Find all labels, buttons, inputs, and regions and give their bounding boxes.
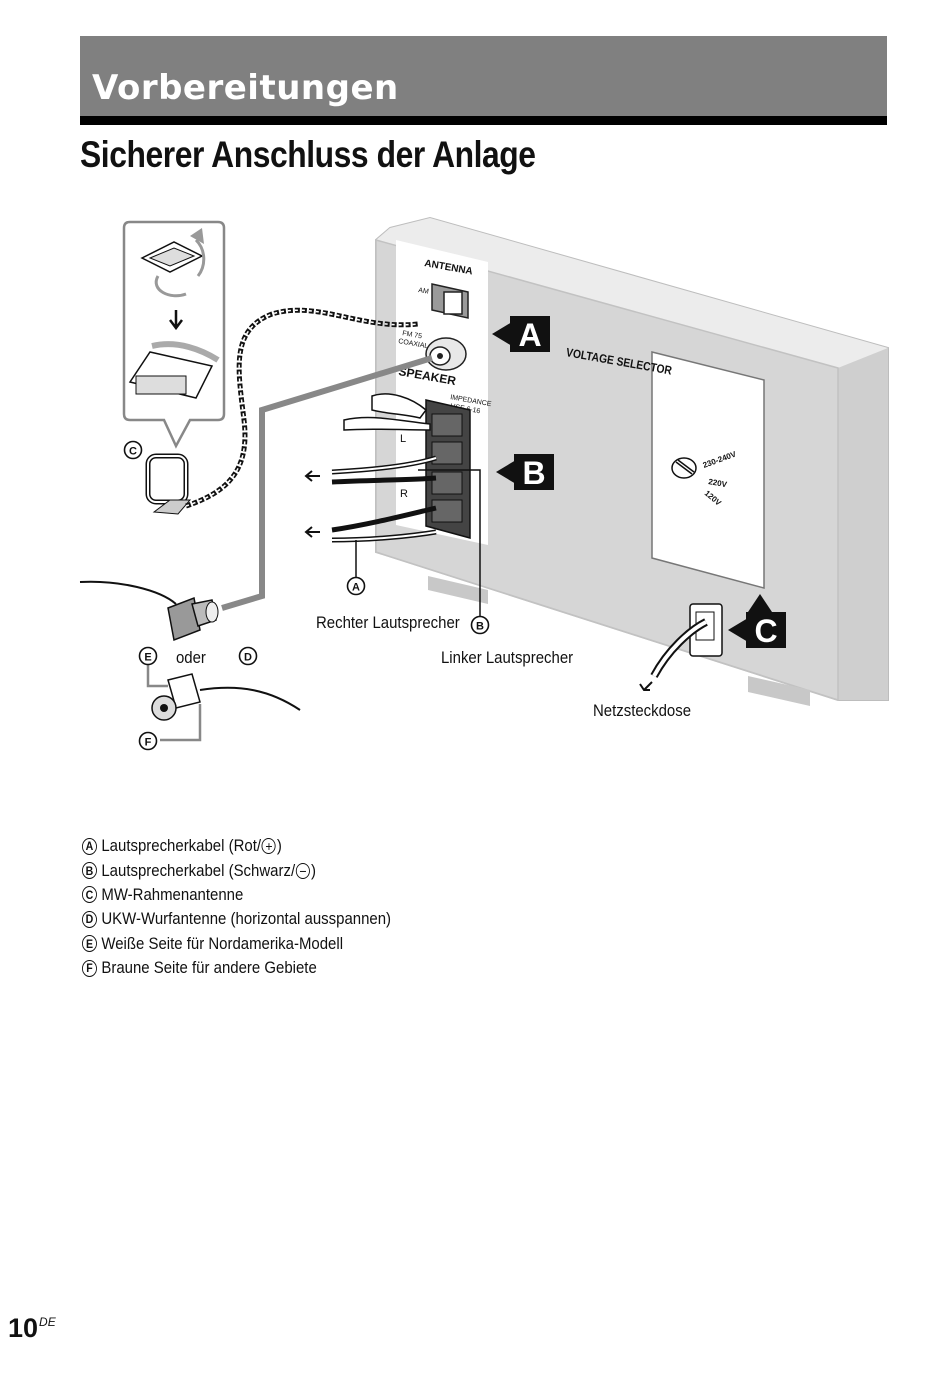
am-antenna-terminal	[431, 283, 469, 319]
plus-symbol-icon: +	[261, 838, 276, 855]
legend-marker-b: B	[82, 862, 97, 880]
legend-text-e: Weiße Seite für Nordamerika-Modell	[101, 933, 344, 953]
circled-marker-f: F	[138, 731, 158, 751]
legend-item-c: C MW-Rahmenantenne	[82, 883, 391, 907]
fm-antenna-cable	[221, 355, 433, 611]
finger-pressing-terminal	[343, 393, 431, 431]
circled-marker-c-letter: C	[129, 446, 137, 458]
legend-marker-e: E	[82, 935, 97, 953]
legend-item-f: F Braune Seite für andere Gebiete	[82, 956, 391, 980]
callout-c: C	[728, 594, 786, 649]
legend-item-a: A Lautsprecherkabel (Rot/ + )	[82, 834, 391, 858]
callout-b: B	[496, 454, 554, 491]
legend-text-a: Lautsprecherkabel (Rot/	[101, 836, 262, 856]
connection-diagram: ANTENNA AM FM 75 COAXIAL SPEAKER IMPEDAN…	[79, 216, 889, 751]
voltage-option-220: 220V	[708, 477, 729, 489]
fm-connector-detail	[146, 664, 301, 742]
left-channel-label: L	[400, 433, 406, 445]
legend-list: A Lautsprecherkabel (Rot/ + ) B Lautspre…	[82, 834, 433, 980]
legend-item-b: B Lautsprecherkabel (Schwarz/ − )	[82, 858, 391, 882]
page-language-suffix: DE	[39, 1315, 56, 1329]
circled-marker-a-letter: A	[352, 582, 360, 594]
callout-a-letter: A	[518, 317, 541, 353]
legend-marker-d: D	[82, 910, 97, 928]
speaker-terminal-block	[425, 399, 471, 539]
page-number-value: 10	[8, 1313, 39, 1343]
section-title: Vorbereitungen	[92, 68, 399, 108]
am-label: AM	[418, 287, 430, 296]
callout-b-letter: B	[522, 455, 545, 491]
minus-symbol-icon: −	[295, 862, 311, 879]
or-label: oder	[176, 649, 207, 667]
callout-c-letter: C	[754, 613, 777, 649]
circled-marker-e: E	[138, 646, 158, 666]
circled-marker-d-letter: D	[244, 652, 252, 664]
circled-marker-e-letter: E	[144, 652, 151, 664]
speaker-cables	[304, 455, 437, 543]
legend-marker-f: F	[82, 959, 97, 977]
legend-text-f: Braune Seite für andere Gebiete	[101, 958, 317, 978]
callout-a: A	[492, 316, 550, 353]
left-speaker-label: Linker Lautsprecher	[441, 649, 574, 667]
legend-marker-a: A	[82, 837, 97, 855]
fm-label: FM 75	[402, 330, 423, 340]
am-loop-antenna	[145, 453, 192, 515]
circled-marker-b: B	[470, 615, 490, 635]
circled-marker-b-letter: B	[476, 621, 484, 633]
right-channel-label: R	[400, 488, 408, 500]
am-antenna-inset	[122, 220, 226, 449]
section-header-bar: Vorbereitungen	[80, 36, 887, 125]
legend-item-d: D UKW-Wurfantenne (horizontal ausspannen…	[82, 907, 391, 931]
legend-item-e: E Weiße Seite für Nordamerika-Modell	[82, 932, 391, 956]
leader-line-b	[418, 469, 481, 616]
legend-suffix-b: )	[310, 860, 316, 880]
legend-text-b: Lautsprecherkabel (Schwarz/	[101, 860, 296, 880]
legend-marker-c: C	[82, 886, 97, 904]
fm-wire-antenna	[79, 580, 219, 642]
fm-coaxial-jack	[425, 337, 467, 371]
page-number: 10DE	[8, 1313, 56, 1344]
page-title: Sicherer Anschluss der Anlage	[80, 134, 536, 175]
circled-marker-c: C	[123, 440, 143, 460]
circled-marker-f-letter: F	[145, 737, 152, 749]
right-speaker-label: Rechter Lautsprecher	[316, 614, 460, 632]
legend-text-d: UKW-Wurfantenne (horizontal ausspannen)	[101, 909, 392, 929]
power-cord	[639, 603, 723, 691]
outlet-label: Netzsteckdose	[593, 702, 691, 720]
circled-marker-a: A	[346, 576, 366, 596]
circled-marker-d: D	[238, 646, 258, 666]
legend-text-c: MW-Rahmenantenne	[101, 884, 244, 904]
legend-suffix-a: )	[276, 836, 282, 856]
